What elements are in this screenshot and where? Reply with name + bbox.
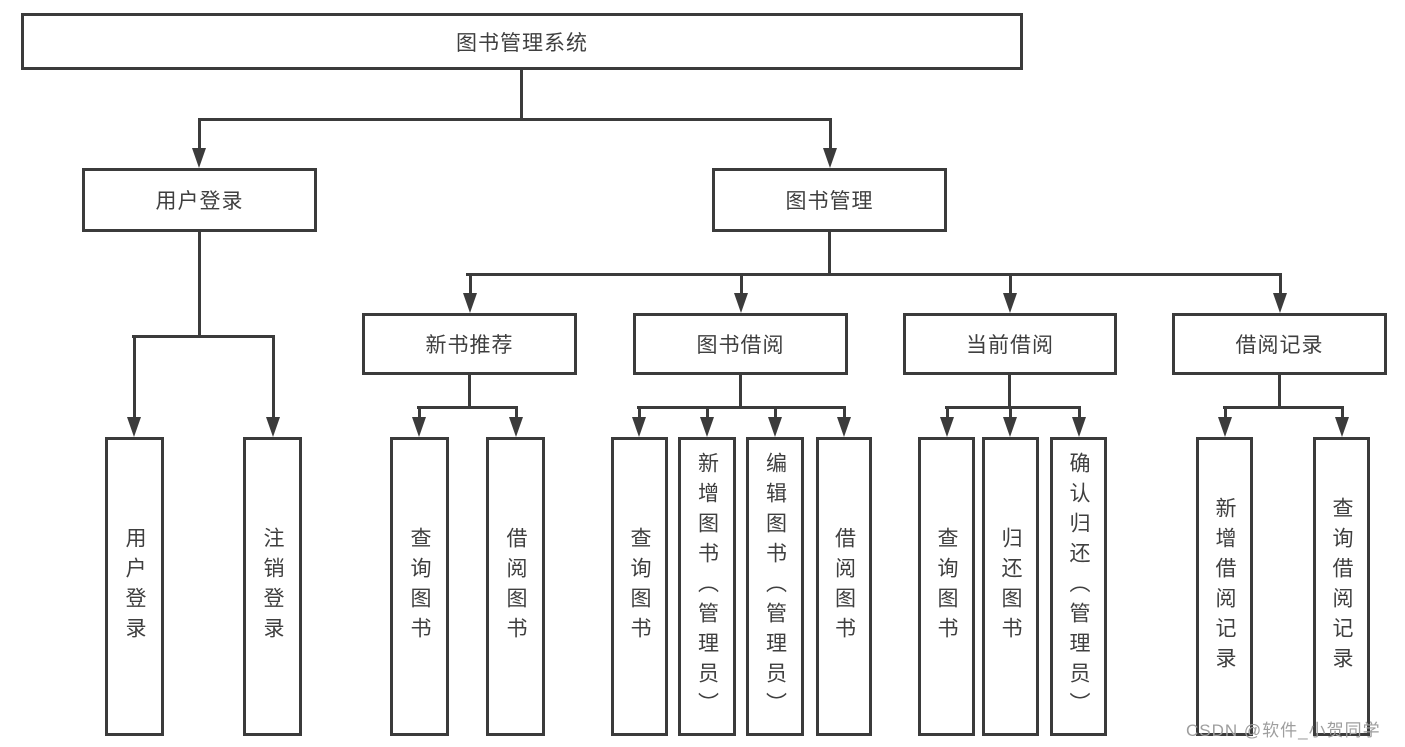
arrow-to-leaf-confirm-return (1072, 406, 1086, 437)
connector-current-borrow-hline (945, 406, 1080, 409)
arrow-to-book-borrow (734, 273, 748, 313)
leaf-user-login-label: 用户登录 (123, 526, 146, 647)
leaf-query-books-1-label: 查询图书 (408, 526, 431, 647)
leaf-return-book-label: 归还图书 (999, 526, 1022, 647)
node-current-borrow-label: 当前借阅 (966, 334, 1054, 357)
arrow-to-leaf-add-record (1218, 406, 1232, 437)
arrow-to-leaf-query-books-3 (940, 406, 954, 437)
arrow-to-leaf-edit-book (768, 406, 782, 437)
leaf-edit-book-admin-label: 编辑图书（管理员） (763, 451, 787, 722)
connector-current-borrow-stub (1008, 375, 1011, 409)
connector-new-book-hline (417, 406, 517, 409)
leaf-edit-book-admin: 编辑图书（管理员） (746, 437, 804, 736)
leaf-confirm-return-admin-label: 确认归还（管理员） (1067, 451, 1090, 722)
arrow-to-current-borrow (1003, 273, 1017, 313)
connector-root-stub (520, 70, 523, 121)
connector-borrow-records-hline (1223, 406, 1343, 409)
leaf-user-login: 用户登录 (105, 437, 164, 736)
arrow-to-leaf-query-books-1 (412, 406, 426, 437)
leaf-add-borrow-record-label: 新增借阅记录 (1213, 496, 1236, 677)
leaf-query-books-3-label: 查询图书 (935, 526, 958, 647)
leaf-query-books-3: 查询图书 (918, 437, 975, 736)
leaf-borrow-books-1-label: 借阅图书 (504, 526, 527, 647)
node-new-book-recommend-label: 新书推荐 (425, 334, 514, 357)
node-borrow-records-label: 借阅记录 (1235, 334, 1324, 357)
connector-borrow-records-stub (1278, 375, 1281, 409)
arrow-to-leaf-borrow-books-1 (509, 406, 523, 437)
arrow-to-new-book-recommend (463, 273, 477, 313)
node-root-label: 图书管理系统 (456, 31, 588, 55)
leaf-add-book-admin-label: 新增图书（管理员） (695, 451, 719, 722)
leaf-borrow-books-1: 借阅图书 (486, 437, 545, 736)
leaf-add-book-admin: 新增图书（管理员） (678, 437, 736, 736)
leaf-logout-label: 注销登录 (261, 526, 284, 647)
arrow-to-leaf-return-book (1003, 406, 1017, 437)
leaf-return-book: 归还图书 (982, 437, 1039, 736)
node-root: 图书管理系统 (21, 13, 1023, 70)
connector-user-login-stub (198, 232, 201, 338)
leaf-logout: 注销登录 (243, 437, 302, 736)
node-new-book-recommend: 新书推荐 (362, 313, 577, 375)
connector-user-login-hline (132, 335, 274, 338)
node-book-management: 图书管理 (712, 168, 947, 232)
node-current-borrow: 当前借阅 (903, 313, 1117, 375)
arrow-to-leaf-add-book (700, 406, 714, 437)
node-book-management-label: 图书管理 (785, 190, 874, 213)
leaf-query-borrow-record: 查询借阅记录 (1313, 437, 1370, 736)
node-user-login: 用户登录 (82, 168, 317, 232)
leaf-add-borrow-record: 新增借阅记录 (1196, 437, 1253, 736)
node-borrow-records: 借阅记录 (1172, 313, 1387, 375)
leaf-query-books-2-label: 查询图书 (628, 526, 651, 647)
arrow-to-book-management (823, 118, 837, 168)
node-book-borrow-label: 图书借阅 (696, 334, 785, 357)
node-user-login-label: 用户登录 (155, 190, 244, 213)
leaf-borrow-books-2-label: 借阅图书 (832, 526, 856, 647)
arrow-to-leaf-user-login (127, 335, 141, 437)
arrow-to-borrow-records (1273, 273, 1287, 313)
connector-book-management-stub (828, 232, 831, 276)
arrow-to-user-login (192, 118, 206, 168)
leaf-confirm-return-admin: 确认归还（管理员） (1050, 437, 1107, 736)
csdn-watermark: CSDN @软件_小贺同学 (1186, 721, 1381, 740)
arrow-to-leaf-query-record (1335, 406, 1349, 437)
arrow-to-leaf-query-books-2 (632, 406, 646, 437)
arrow-to-leaf-logout (266, 335, 280, 437)
connector-level3-hline (466, 273, 1282, 276)
connector-level2-hline (198, 118, 832, 121)
leaf-query-borrow-record-label: 查询借阅记录 (1330, 496, 1353, 677)
leaf-query-books-2: 查询图书 (611, 437, 668, 736)
connector-book-borrow-stub (739, 375, 742, 409)
leaf-query-books-1: 查询图书 (390, 437, 449, 736)
connector-new-book-stub (468, 375, 471, 409)
node-book-borrow: 图书借阅 (633, 313, 848, 375)
connector-book-borrow-hline (637, 406, 845, 409)
leaf-borrow-books-2: 借阅图书 (816, 437, 872, 736)
arrow-to-leaf-borrow-books-2 (837, 406, 851, 437)
